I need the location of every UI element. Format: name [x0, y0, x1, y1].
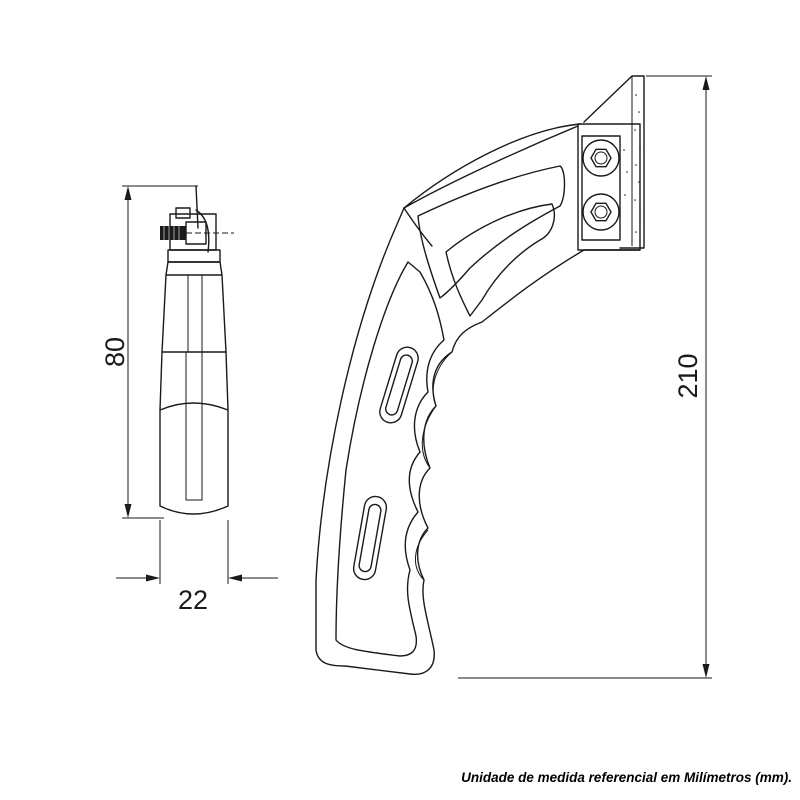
side-nut-top [175, 207, 191, 219]
upper-window-inner [445, 203, 556, 317]
dim-210-arrow-bottom [702, 664, 710, 678]
slot-lower-inner [358, 503, 382, 573]
blade-texture [623, 94, 641, 233]
dimension-210: 210 [458, 75, 712, 679]
side-view [159, 185, 234, 515]
dim-80-arrow-top [124, 186, 132, 200]
handle-neck-edge [403, 207, 433, 247]
side-inner-blade [185, 351, 203, 501]
dim-210-arrow-top [702, 76, 710, 90]
blade-holder [577, 123, 641, 251]
units-footnote: Unidade de medida referencial em Milímet… [461, 770, 792, 785]
finger-groove-2 [421, 405, 437, 469]
side-bolt-thread [160, 226, 186, 240]
side-blade-tip [195, 185, 199, 229]
bolt-top [582, 139, 620, 177]
handle-outer-outline [315, 123, 641, 675]
dim-80-label: 80 [100, 337, 130, 367]
side-grip-band-curve [159, 402, 229, 411]
dim-80-arrow-bottom [124, 504, 132, 518]
dimension-22: 22 [116, 520, 278, 615]
handle-top-edge [403, 125, 579, 209]
dim-22-label: 22 [178, 585, 208, 615]
finger-groove-1 [415, 529, 429, 581]
grip-inner-outline [335, 261, 445, 657]
blade [583, 75, 645, 249]
slot-lower [352, 495, 388, 581]
bolt-bottom [582, 193, 620, 231]
side-blade-curve [195, 209, 210, 253]
slot-upper [379, 346, 419, 424]
upper-window [417, 165, 566, 299]
clamp-plate [581, 135, 621, 241]
dim-210-label: 210 [673, 353, 703, 398]
dim-22-arrow-right [228, 574, 242, 582]
slot-upper-inner [384, 354, 414, 416]
side-head-base [167, 249, 221, 263]
front-view [315, 75, 645, 675]
dim-22-arrow-left [146, 574, 160, 582]
dimension-80: 80 [100, 185, 198, 519]
finger-groove-3 [432, 351, 453, 407]
side-handle-outline [159, 261, 229, 515]
